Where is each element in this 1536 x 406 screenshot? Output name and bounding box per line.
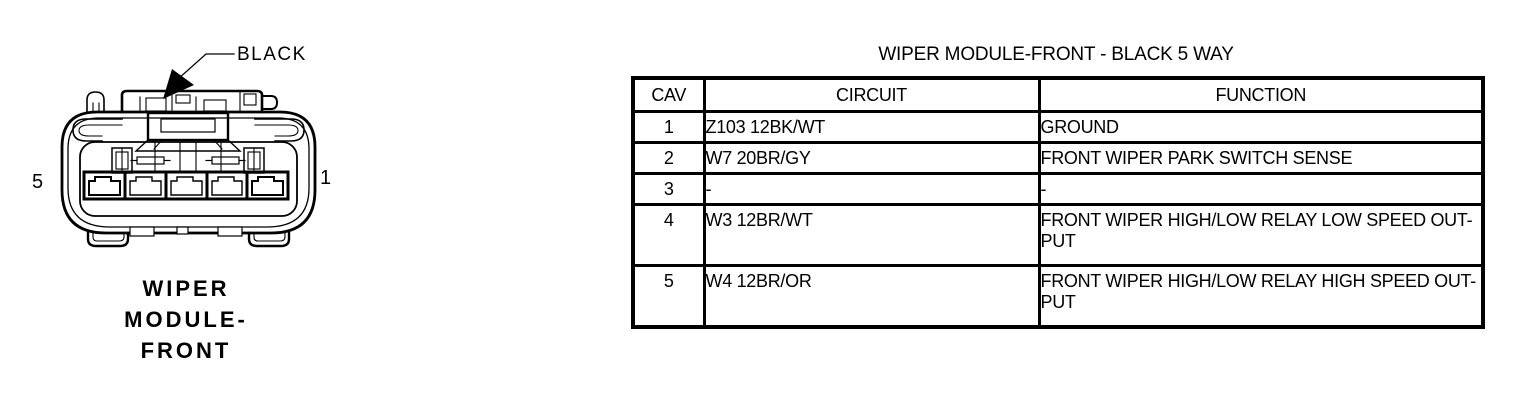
- circuit-cell: Z103 12BK/WT: [702, 110, 1041, 144]
- connector-latch: [134, 111, 242, 152]
- caption-line-2: MODULE-: [124, 307, 248, 332]
- table-row: 1 Z103 12BK/WT GROUND: [631, 110, 1485, 144]
- circuit-cell: W4 12BR/OR: [702, 264, 1041, 329]
- connector-front-view-drawing: [60, 53, 317, 248]
- terminal-cavity: [129, 176, 162, 196]
- function-cell: FRONT WIPER HIGH/LOW RELAY HIGH SPEED OU…: [1037, 264, 1485, 329]
- table-title: WIPER MODULE-FRONT - BLACK 5 WAY: [878, 44, 1234, 65]
- terminal-cavity: [211, 176, 243, 196]
- circuit-cell: W7 20BR/GY: [702, 141, 1041, 175]
- pinout-table: CAV CIRCUIT FUNCTION 1 Z103 12BK/WT GROU…: [631, 76, 1485, 329]
- cav-cell: 1: [631, 110, 706, 144]
- cav-cell: 2: [631, 141, 706, 175]
- connector-lock-tab: [120, 89, 279, 114]
- pin-number-1-label: 1: [320, 167, 332, 189]
- col-header-circuit: CIRCUIT: [702, 76, 1041, 113]
- cav-cell: 3: [631, 172, 706, 206]
- connector-color-label: BLACK: [237, 44, 307, 65]
- pin-number-5-label: 5: [32, 171, 44, 193]
- function-cell: FRONT WIPER HIGH/LOW RELAY LOW SPEED OUT…: [1037, 203, 1485, 267]
- table-header-row: CAV CIRCUIT FUNCTION: [631, 76, 1485, 113]
- terminal-cavity: [251, 176, 284, 196]
- circuit-cell: W3 12BR/WT: [702, 203, 1041, 267]
- function-cell: -: [1037, 172, 1485, 206]
- cav-cell: 5: [631, 264, 706, 329]
- table-row: 5 W4 12BR/OR FRONT WIPER HIGH/LOW RELAY …: [631, 264, 1485, 329]
- function-cell: FRONT WIPER PARK SWITCH SENSE: [1037, 141, 1485, 175]
- table-row: 3 - -: [631, 172, 1485, 206]
- cav-cell: 4: [631, 203, 706, 267]
- caption-line-3: FRONT: [140, 338, 232, 363]
- terminal-cavity-row: [82, 170, 290, 201]
- col-header-cav: CAV: [631, 76, 706, 113]
- terminal-cavity: [88, 176, 121, 196]
- connector-body: [60, 110, 317, 235]
- function-cell: GROUND: [1037, 110, 1485, 144]
- circuit-cell: -: [702, 172, 1041, 206]
- table-row: 4 W3 12BR/WT FRONT WIPER HIGH/LOW RELAY …: [631, 203, 1485, 267]
- caption-line-1: WIPER: [142, 276, 230, 301]
- table-row: 2 W7 20BR/GY FRONT WIPER PARK SWITCH SEN…: [631, 141, 1485, 175]
- col-header-function: FUNCTION: [1037, 76, 1485, 113]
- terminal-cavity: [170, 176, 203, 196]
- connector-caption: WIPER MODULE- FRONT: [61, 273, 311, 366]
